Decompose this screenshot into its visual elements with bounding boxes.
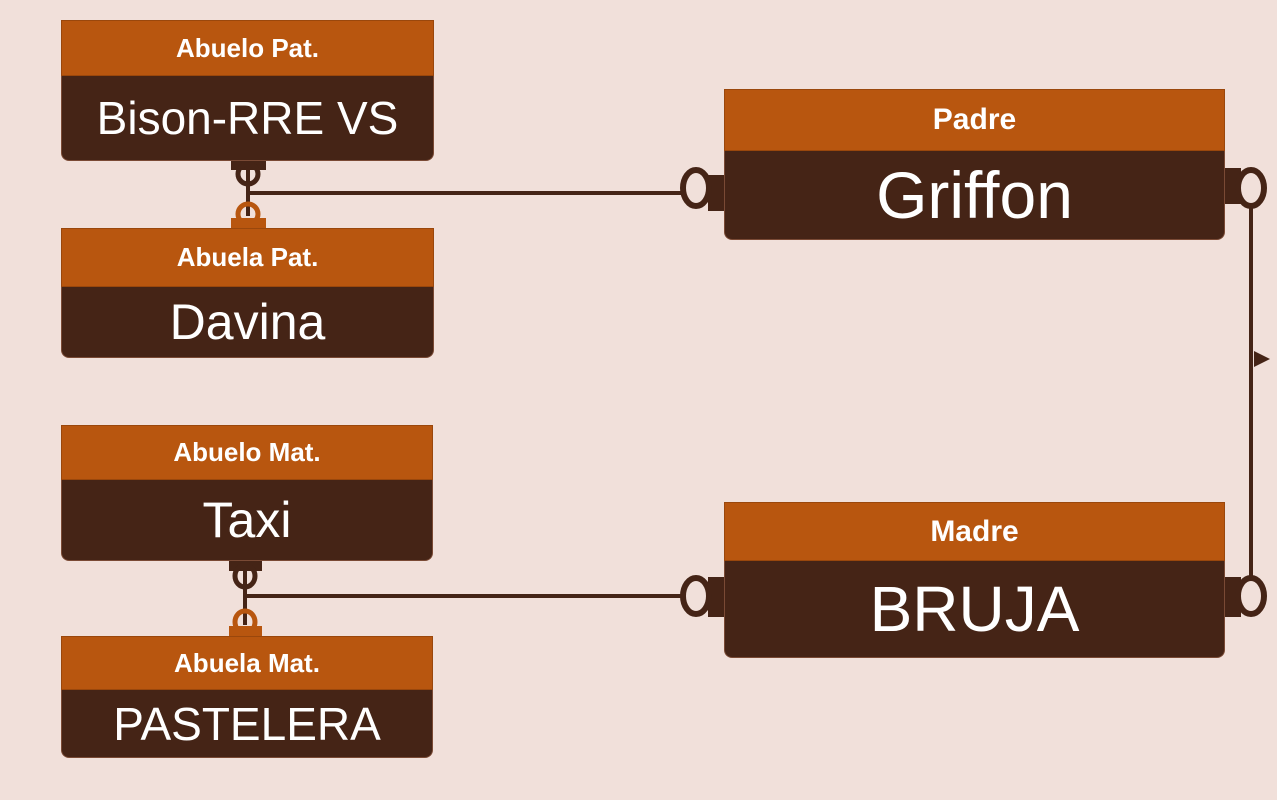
mother-name: BRUJA xyxy=(724,561,1225,658)
maternal-grandfather-card[interactable]: Abuelo Mat. Taxi xyxy=(61,425,433,561)
paternal-grandfather-card[interactable]: Abuelo Pat. Bison-RRE VS xyxy=(61,20,434,161)
father-card[interactable]: Padre Griffon xyxy=(724,89,1225,240)
maternal-grandmother-role: Abuela Mat. xyxy=(61,636,433,690)
paternal-grandmother-name: Davina xyxy=(61,287,434,358)
maternal-grandfather-name: Taxi xyxy=(61,480,433,561)
paternal-grandfather-role: Abuelo Pat. xyxy=(61,20,434,76)
father-left-connector xyxy=(680,167,725,211)
paternal-grandfather-name: Bison-RRE VS xyxy=(61,76,434,161)
collapse-arrow-icon xyxy=(1254,351,1270,367)
maternal-grandparents-link xyxy=(229,557,696,637)
paternal-grandmother-card[interactable]: Abuela Pat. Davina xyxy=(61,228,434,358)
mother-role: Madre xyxy=(724,502,1225,561)
maternal-grandmother-card[interactable]: Abuela Mat. PASTELERA xyxy=(61,636,433,758)
paternal-grandparents-link xyxy=(231,156,696,229)
mother-left-connector xyxy=(680,575,725,617)
mother-card[interactable]: Madre BRUJA xyxy=(724,502,1225,658)
paternal-grandmother-role: Abuela Pat. xyxy=(61,228,434,287)
maternal-grandfather-role: Abuelo Mat. xyxy=(61,425,433,480)
father-role: Padre xyxy=(724,89,1225,151)
father-name: Griffon xyxy=(724,151,1225,240)
maternal-grandmother-name: PASTELERA xyxy=(61,690,433,758)
parents-link xyxy=(1224,167,1270,617)
